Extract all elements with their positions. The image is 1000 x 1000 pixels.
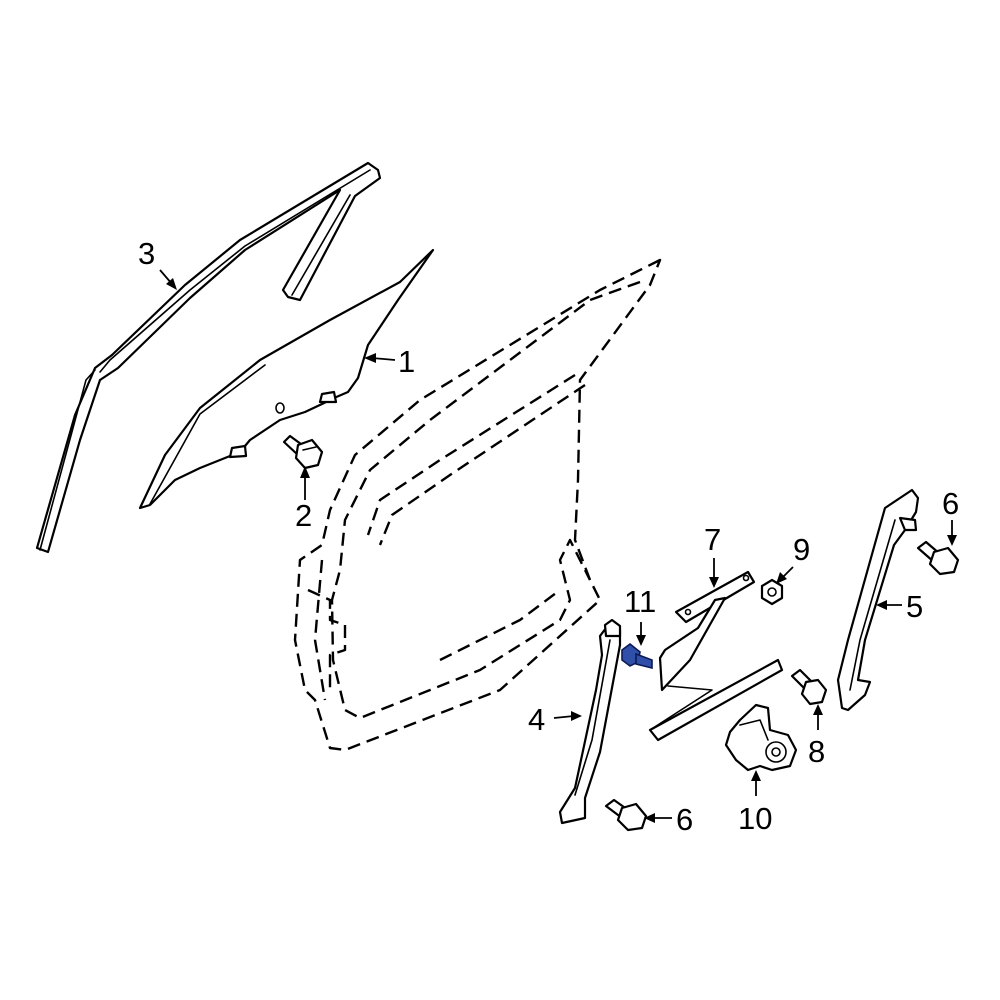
door-glass-part — [138, 248, 435, 510]
callout-6-lower: 6 — [676, 802, 693, 837]
callout-labels: 1 2 3 4 5 6 6 7 8 9 10 11 — [138, 236, 959, 837]
callout-5: 5 — [906, 589, 923, 624]
callout-4: 4 — [528, 702, 545, 737]
callout-1: 1 — [398, 344, 415, 379]
run-channel-part — [35, 161, 382, 554]
bolt-part-6-lower — [604, 798, 648, 832]
bolt-part-6-upper — [916, 540, 960, 576]
bolt-part-8 — [790, 668, 828, 706]
callout-11: 11 — [624, 584, 656, 619]
callout-2: 2 — [295, 498, 312, 533]
callout-6-upper: 6 — [942, 486, 959, 521]
callout-7: 7 — [704, 522, 721, 557]
callout-3: 3 — [138, 236, 155, 271]
callout-10: 10 — [738, 801, 772, 836]
guide-rail-part-4 — [558, 618, 622, 825]
bolt-part-11-highlighted — [621, 642, 653, 670]
regulator-part — [648, 570, 784, 742]
nut-part-9 — [760, 578, 784, 606]
callout-8: 8 — [808, 734, 825, 769]
motor-part-10 — [724, 703, 798, 772]
guide-rail-part-5 — [836, 488, 920, 712]
bolt-part-2 — [282, 434, 324, 470]
door-frame-outline — [293, 258, 662, 752]
callout-9: 9 — [793, 532, 810, 567]
leader-lines — [159, 269, 957, 823]
